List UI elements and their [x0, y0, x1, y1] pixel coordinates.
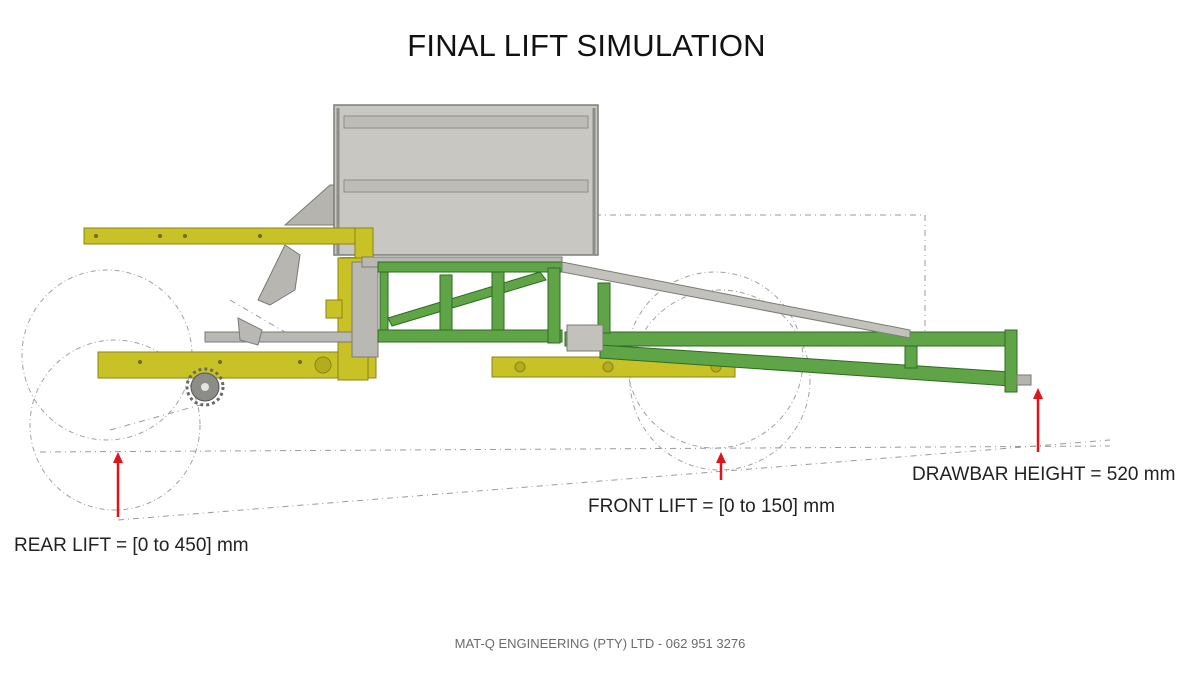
front-lift-arrow [716, 452, 726, 480]
drawbar-height-arrow [1033, 388, 1043, 452]
rear-wheel-lowered [29, 339, 201, 511]
measurement-arrows [113, 388, 1043, 517]
front-frame [377, 261, 1018, 393]
sprocket [185, 367, 225, 407]
page-title: FINAL LIFT SIMULATION [407, 28, 766, 63]
drawbar-tube [561, 261, 1032, 386]
rear-frame-holes [94, 234, 302, 364]
rear-lift-label: REAR LIFT = [0 to 450] mm [14, 535, 249, 556]
hopper [257, 104, 599, 306]
front-wheel-lowered [629, 289, 811, 471]
drawbar-height-label: DRAWBAR HEIGHT = 520 mm [912, 464, 1176, 485]
footer-company: MAT-Q ENGINEERING (PTY) LTD - 062 951 32… [454, 636, 746, 651]
rear-lift-arrow [113, 452, 123, 517]
front-lift-label: FRONT LIFT = [0 to 150] mm [588, 496, 835, 517]
